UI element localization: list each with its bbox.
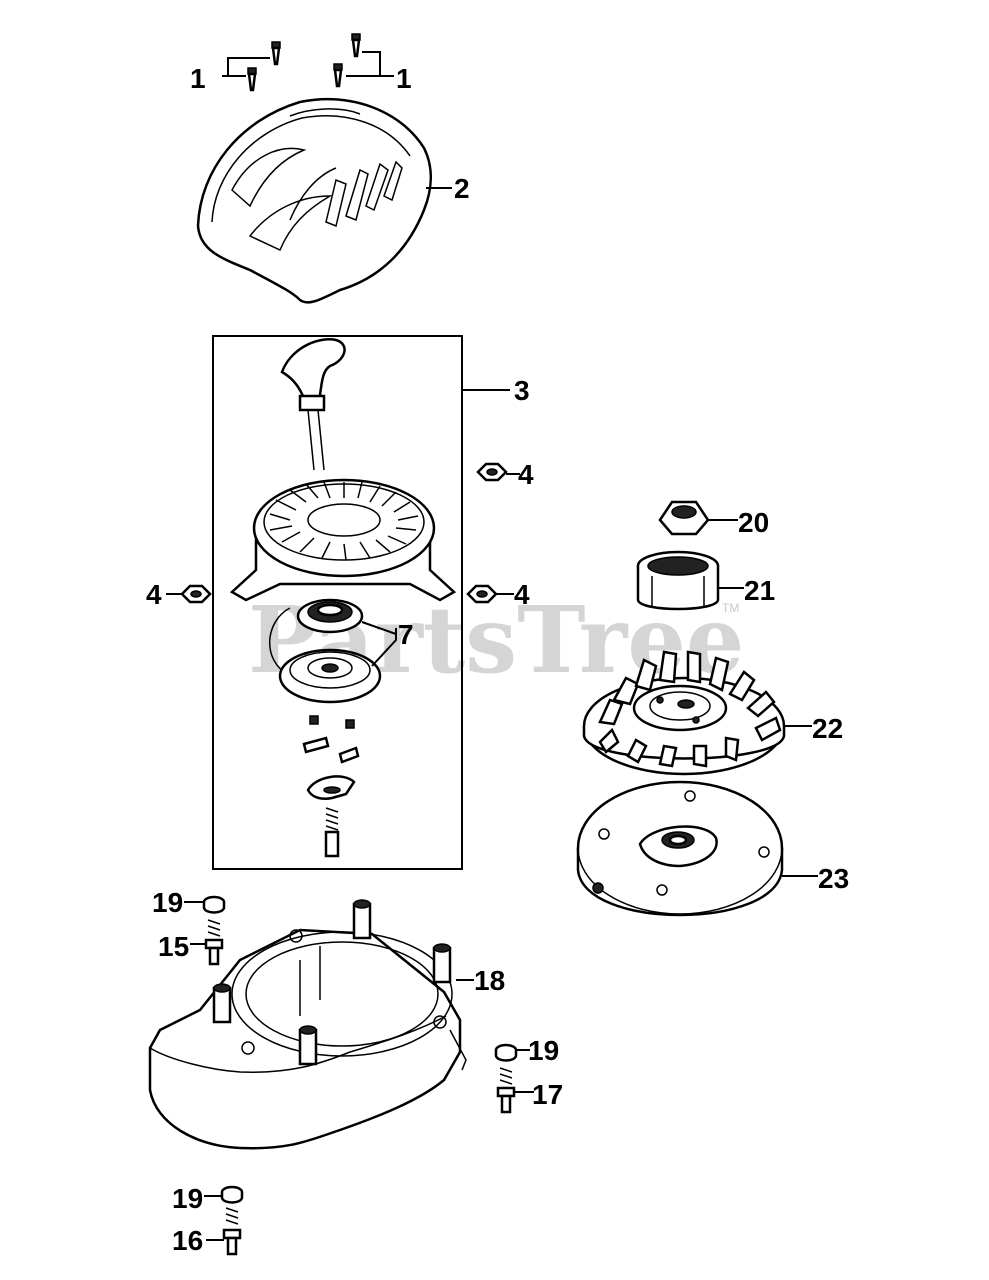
- screw-part-1[interactable]: [247, 33, 361, 92]
- callout-18: 18: [474, 965, 505, 996]
- callout-21: 21: [744, 575, 775, 606]
- callout-7: 7: [398, 619, 414, 650]
- callout-4b: 4: [146, 579, 162, 610]
- callout-3: 3: [514, 375, 530, 406]
- callout-19a: 19: [152, 887, 183, 918]
- blower-cover-part-2[interactable]: [196, 98, 432, 304]
- washer-part-19-upper-left[interactable]: [202, 895, 226, 914]
- callout-15: 15: [158, 931, 189, 962]
- leader-1b: [362, 51, 394, 77]
- callout-20: 20: [738, 507, 769, 538]
- starter-housing: [229, 478, 457, 602]
- watermark-trademark: TM: [722, 601, 739, 615]
- leader-7: [361, 621, 397, 667]
- callout-19c: 19: [172, 1183, 203, 1214]
- bolt-part-15[interactable]: [204, 919, 224, 966]
- callout-19b: 19: [528, 1035, 559, 1066]
- washer-part-19-lower[interactable]: [220, 1185, 244, 1204]
- washer-part-19-right[interactable]: [494, 1043, 518, 1062]
- fan-part-22[interactable]: [582, 650, 786, 776]
- nut-part-4-left[interactable]: [180, 584, 212, 604]
- callout-2: 2: [454, 173, 470, 204]
- leader-1a: [222, 57, 270, 77]
- starter-cup-part-21[interactable]: [636, 550, 720, 611]
- callout-17: 17: [532, 1079, 563, 1110]
- bolt-part-17[interactable]: [496, 1067, 516, 1114]
- callout-16: 16: [172, 1225, 203, 1256]
- bolt-part-16[interactable]: [222, 1207, 242, 1256]
- pulley-and-spring-part-7[interactable]: [268, 598, 382, 704]
- callout-1b: 1: [396, 63, 412, 94]
- blower-housing-part-18[interactable]: [148, 899, 467, 1150]
- callout-1a: 1: [190, 63, 206, 94]
- nut-part-4-upper[interactable]: [476, 462, 508, 482]
- callout-22: 22: [812, 713, 843, 744]
- nut-part-4-right[interactable]: [466, 584, 498, 604]
- starter-assembly-box-part-3[interactable]: [212, 335, 463, 870]
- flywheel-nut-part-20[interactable]: [658, 500, 710, 536]
- starter-handle: [280, 338, 346, 471]
- callout-23: 23: [818, 863, 849, 894]
- starter-pawls: [302, 715, 360, 858]
- flywheel-part-23[interactable]: [576, 780, 784, 917]
- callout-4c: 4: [514, 579, 530, 610]
- callout-4a: 4: [518, 459, 534, 490]
